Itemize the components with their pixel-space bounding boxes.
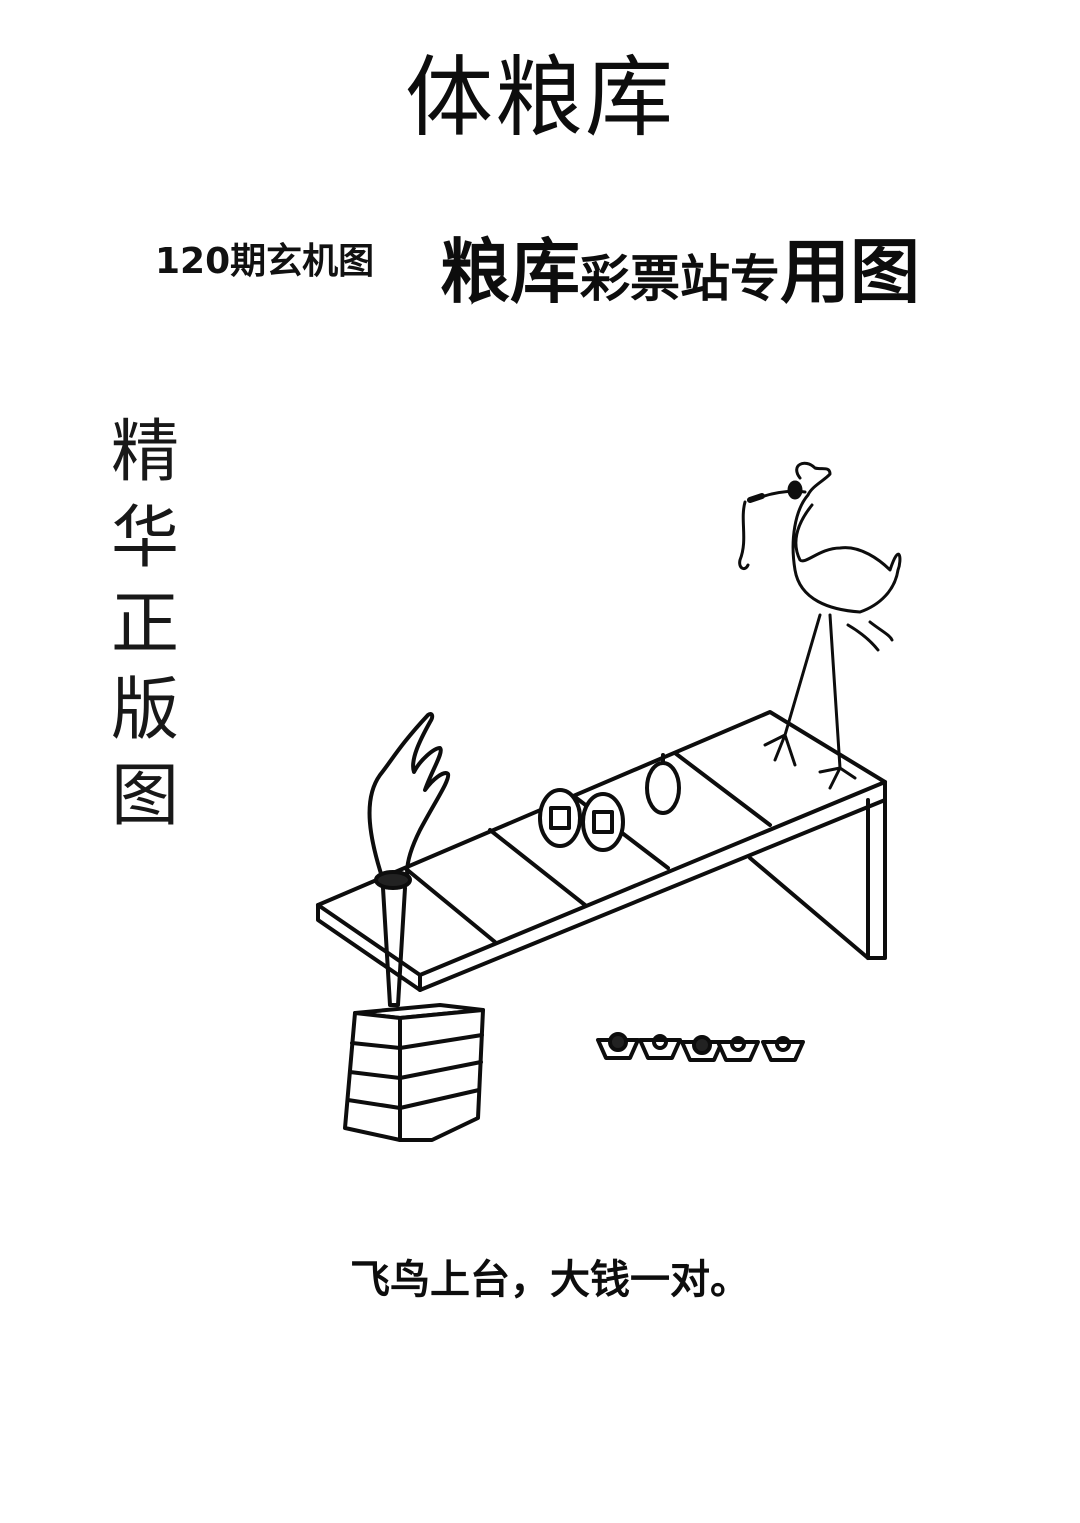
bird-drawing (740, 463, 900, 788)
two-coins-drawing (540, 790, 623, 850)
banner-large-part: 粮库 (440, 231, 580, 313)
side-char-5: 图 (110, 757, 179, 836)
page-title: 体粮库 (404, 46, 675, 149)
side-char-2: 华 (110, 499, 179, 578)
fork-hand-drawing (370, 714, 449, 1005)
side-char-1: 精 (110, 413, 179, 492)
verse-caption: 飞鸟上台，大钱一对。 (350, 1257, 750, 1303)
hanging-oval-drawing (647, 755, 679, 813)
vertical-side-label: 精 华 正 版 图 (105, 410, 185, 840)
banner-heading: 粮库彩票站专用图 (440, 222, 920, 329)
side-char-3: 正 (110, 585, 179, 664)
stacked-box-drawing (345, 1005, 483, 1140)
side-char-4: 版 (110, 671, 179, 750)
banner-tail-part: 用图 (780, 231, 920, 313)
puzzle-illustration (300, 450, 920, 1174)
issue-label: 120期玄机图 (155, 241, 375, 282)
five-baskets-drawing (598, 1034, 803, 1060)
banner-small-part: 彩票站专 (580, 250, 780, 308)
